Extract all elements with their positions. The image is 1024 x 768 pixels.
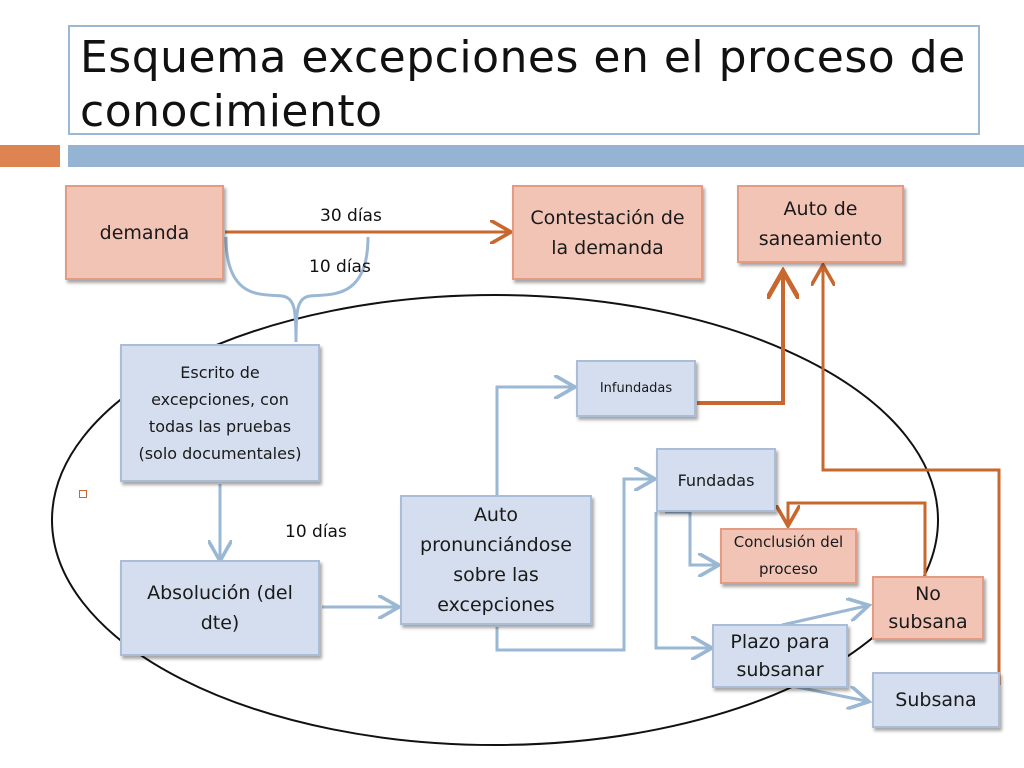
label-10-dias-top: 10 días <box>309 257 371 277</box>
arrow-subsana-saneamiento <box>823 268 1001 685</box>
node-contestacion[interactable]: Contestación de la demanda <box>512 185 703 280</box>
accent-bar-orange <box>0 145 60 167</box>
arrow-auto-infundadas <box>495 387 572 495</box>
arrow-infundadas-saneamiento <box>697 275 783 405</box>
bullet-marker-icon <box>79 490 87 498</box>
node-fundadas[interactable]: Fundadas <box>656 448 776 512</box>
title-box: Esquema excepciones en el proceso de con… <box>68 25 980 137</box>
node-plazo-subsanar[interactable]: Plazo para subsanar <box>712 624 848 688</box>
arrow-fundadas-plazo <box>654 512 709 648</box>
arrow-plazo-nosubsana <box>781 606 866 627</box>
label-30-dias: 30 días <box>320 206 382 226</box>
node-demanda[interactable]: demanda <box>65 185 224 280</box>
node-conclusion-proceso[interactable]: Conclusión del proceso <box>720 528 857 584</box>
brace-10-dias <box>224 236 370 343</box>
node-absolucion[interactable]: Absolución (del dte) <box>120 560 320 656</box>
node-subsana[interactable]: Subsana <box>872 672 1000 728</box>
node-infundadas[interactable]: Infundadas <box>576 360 696 417</box>
accent-bar-blue <box>68 145 1024 167</box>
node-auto-pronunciandose[interactable]: Auto pronunciándose sobre las excepcione… <box>400 495 592 625</box>
arrow-auto-fundadas <box>495 479 652 652</box>
arrow-nosubsana-conclusion <box>788 501 927 576</box>
arrow-fundadas-conclusion <box>665 510 716 565</box>
node-auto-saneamiento[interactable]: Auto de saneamiento <box>737 185 904 263</box>
node-no-subsana[interactable]: No subsana <box>872 576 984 640</box>
page-title: Esquema excepciones en el proceso de con… <box>80 32 966 137</box>
process-ellipse <box>51 294 939 746</box>
label-10-dias-mid: 10 días <box>285 522 347 542</box>
node-escrito-excepciones[interactable]: Escrito de excepciones, con todas las pr… <box>120 344 320 482</box>
